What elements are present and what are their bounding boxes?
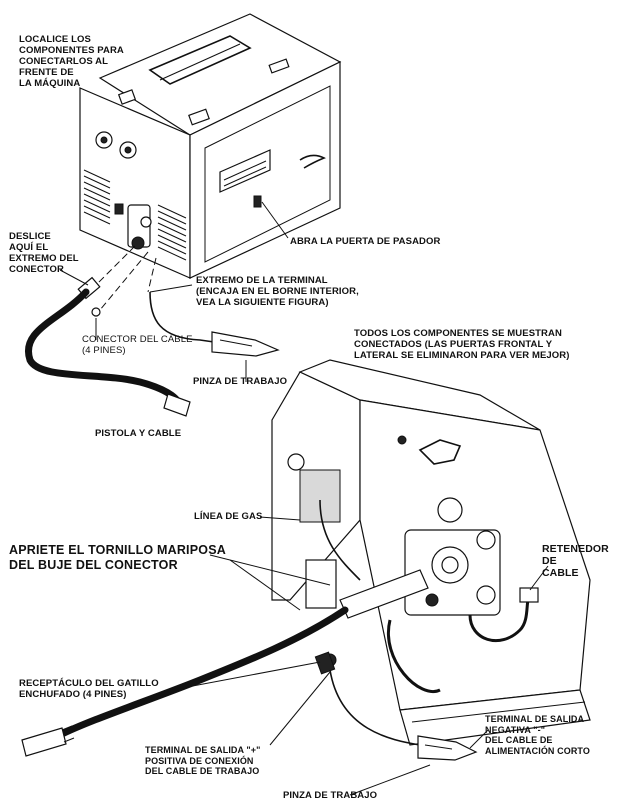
- label-cable-connector: CONECTOR DEL CABLE (4 PINES): [82, 334, 193, 356]
- label-locate-line-2: COMPONENTES PARA: [19, 45, 124, 56]
- label-gun-cable: PISTOLA Y CABLE: [95, 428, 182, 439]
- label-locate-line-4: FRENTE DE: [19, 67, 74, 78]
- label-work-clamp-top: PINZA DE TRABAJO: [193, 376, 288, 387]
- label-slide-connector: DESLICE AQUÍ EL EXTREMO DEL CONECTOR: [9, 231, 79, 275]
- leader-lines: [59, 201, 549, 796]
- work-clamp-top: [149, 291, 280, 357]
- label-locate-line-5: LA MÁQUINA: [19, 78, 81, 89]
- label-negative-terminal: TERMINAL DE SALIDA NEGATIVA "-" DEL CABL…: [485, 714, 590, 756]
- label-positive-terminal: TERMINAL DE SALIDA "+" POSITIVA DE CONEX…: [145, 745, 261, 776]
- label-tighten-thumbscrew: APRIETE EL TORNILLO MARIPOSA DEL BUJE DE…: [9, 543, 226, 572]
- label-locate-line-1: LOCALICE LOS: [19, 34, 91, 45]
- label-gas-line: LÍNEA DE GAS: [194, 511, 263, 522]
- gun-and-cable-bottom: [21, 569, 429, 757]
- work-clamp-bottom: [329, 669, 478, 761]
- label-trigger-receptacle: RECEPTÁCULO DEL GATILLO ENCHUFADO (4 PIN…: [19, 678, 159, 700]
- welder-interior: [271, 359, 591, 746]
- front-vents: [83, 169, 187, 261]
- label-open-door: ABRA LA PUERTA DE PASADOR: [290, 236, 441, 247]
- welder-machine: [79, 13, 342, 279]
- label-cable-retainer: RETENEDOR DE CABLE: [542, 543, 609, 579]
- label-work-clamp-bottom: PINZA DE TRABAJO: [283, 790, 378, 801]
- label-locate-components: LOCALICE LOS COMPONENTES PARA CONECTARLO…: [19, 34, 124, 89]
- label-terminal-end: EXTREMO DE LA TERMINAL (ENCAJA EN EL BOR…: [196, 275, 359, 308]
- label-all-components: TODOS LOS COMPONENTES SE MUESTRAN CONECT…: [354, 328, 570, 361]
- label-locate-line-3: CONECTARLOS AL: [19, 56, 109, 67]
